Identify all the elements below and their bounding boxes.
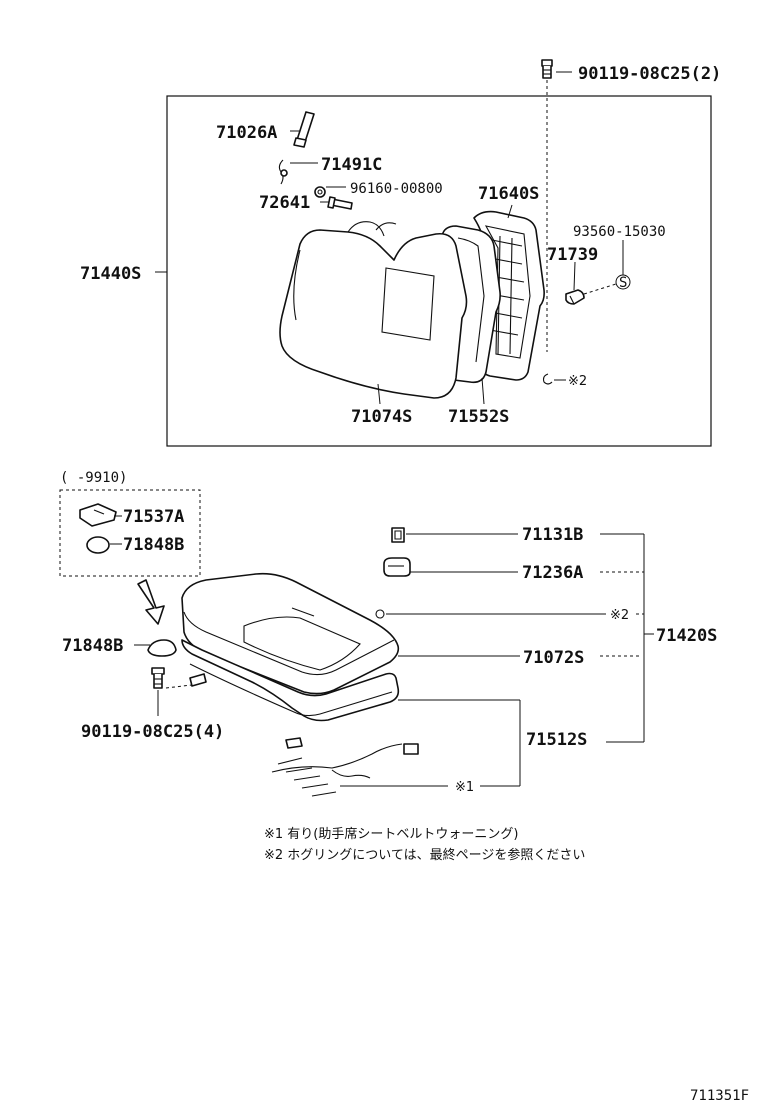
- label-71026A: 71026A: [216, 123, 277, 143]
- label-ref2-cushion: ※2: [610, 608, 629, 623]
- down-arrow-icon: [137, 579, 165, 625]
- leader-71552S: [481, 377, 485, 405]
- label-date-range: ( -9910): [60, 470, 127, 486]
- label-71420S: 71420S: [656, 626, 717, 646]
- label-71440S: 71440S: [80, 264, 141, 284]
- top-bolt-icon: [541, 59, 553, 79]
- belt-strap-icon: [293, 111, 315, 148]
- label-93560-15030: 93560-15030: [573, 224, 666, 240]
- label-71512S: 71512S: [526, 730, 587, 750]
- pin-icon: [327, 196, 353, 210]
- catalog-code: 711351F: [690, 1088, 749, 1104]
- s-marker-label: S: [619, 275, 627, 291]
- headrest-support-icon: [565, 289, 585, 305]
- seat-cushion-pad-icon: [181, 639, 400, 749]
- seat-back-group: 90119-08C25(2) 71026A 71491C 96160-00800…: [80, 59, 721, 447]
- washer-icon: [314, 186, 326, 198]
- label-bolt-bottom: 90119-08C25(4): [81, 722, 224, 742]
- label-71739: 71739: [547, 245, 598, 265]
- label-71074S: 71074S: [351, 407, 412, 427]
- hog-ring-icon: [542, 373, 553, 385]
- label-96160-00800: 96160-00800: [350, 181, 443, 197]
- label-71552S: 71552S: [448, 407, 509, 427]
- seat-cushion-cover-icon: [181, 572, 400, 695]
- label-ref1: ※1: [455, 780, 474, 795]
- leader-71074S: [377, 383, 381, 405]
- label-71236A: 71236A: [522, 563, 583, 583]
- label-ref2-back: ※2: [568, 374, 587, 389]
- hog-ring-cushion-icon: [375, 609, 385, 619]
- label-71072S: 71072S: [523, 648, 584, 668]
- seat-back-assembly-box: [166, 95, 712, 447]
- label-71537A: 71537A: [123, 507, 184, 527]
- cap-icon: [147, 639, 177, 657]
- label-71640S: 71640S: [478, 184, 539, 204]
- buckle-71236A-icon: [383, 557, 411, 577]
- label-71848B-inset: 71848B: [123, 535, 184, 555]
- label-72641: 72641: [259, 193, 310, 213]
- cap-icon-inset: [86, 536, 110, 554]
- dashed-93560: [583, 283, 617, 295]
- clip-icon: [278, 159, 288, 185]
- plate-icon: [79, 503, 117, 527]
- leader-71739: [573, 261, 576, 291]
- label-71848B: 71848B: [62, 636, 123, 656]
- note-1: ※1 有り(助手席シートベルトウォーニング): [264, 826, 518, 842]
- label-71491C: 71491C: [321, 155, 382, 175]
- leader-71640S: [507, 204, 513, 219]
- label-bolt-top: 90119-08C25(2): [578, 64, 721, 84]
- inset-dashed-box: [59, 489, 201, 577]
- seat-back-cover-icon: [279, 221, 468, 399]
- seat-cushion-group: ( -9910) 71537A 71848B 71848B: [59, 470, 717, 797]
- wire-harness-icon: [271, 743, 419, 797]
- clip-71131B-icon: [391, 527, 405, 543]
- label-71131B: 71131B: [522, 525, 583, 545]
- bottom-bolt-icon: [151, 667, 165, 689]
- note-2: ※2 ホグリングについては、最終ページを参照ください: [264, 847, 585, 863]
